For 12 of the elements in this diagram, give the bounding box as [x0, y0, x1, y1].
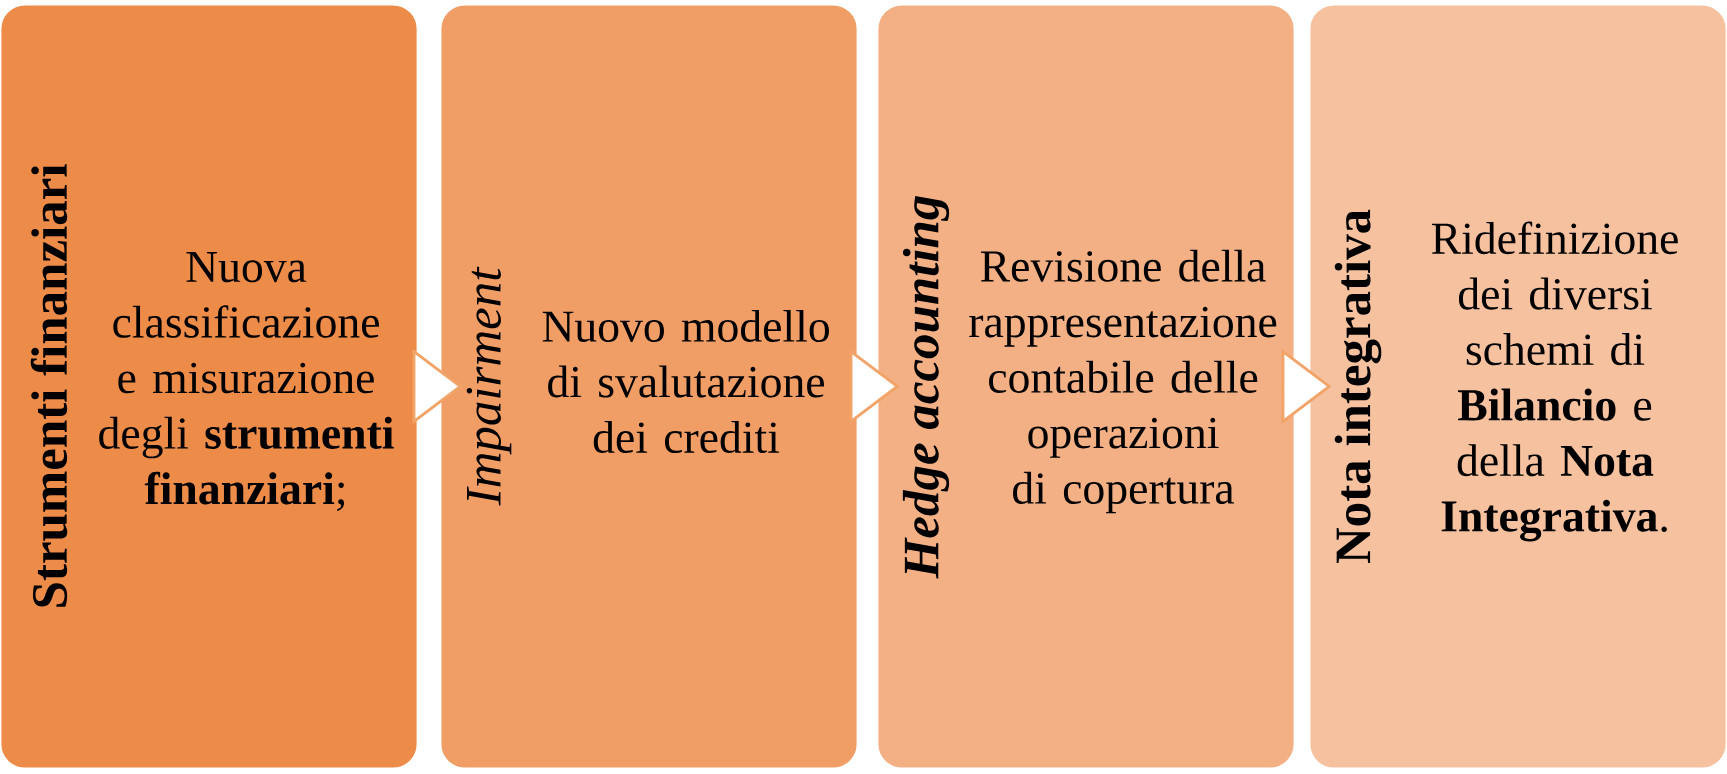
box-text: Revisione della rappresentazione contabile delle operazioni di copertura	[969, 249, 1277, 514]
process-box	[875, 2, 1297, 771]
box-text: Nuova classificazione e misurazione degli strumenti finanziari;	[99, 251, 394, 512]
box-title: Nota integrativa	[1334, 209, 1382, 564]
process-box	[0, 2, 420, 771]
box-text: Ridefinizione dei diversi schemi di Bilancio e della Nota Integrativa.	[1432, 221, 1678, 542]
box-title: Strumenti finanziari	[30, 164, 68, 607]
process-box	[438, 2, 860, 771]
process-box	[1307, 2, 1727, 771]
box-title: Impairment	[466, 266, 512, 506]
box-text: Nuovo modello di svalutazione dei crediti	[542, 309, 829, 454]
box-title: Hedge accounting	[902, 196, 950, 579]
